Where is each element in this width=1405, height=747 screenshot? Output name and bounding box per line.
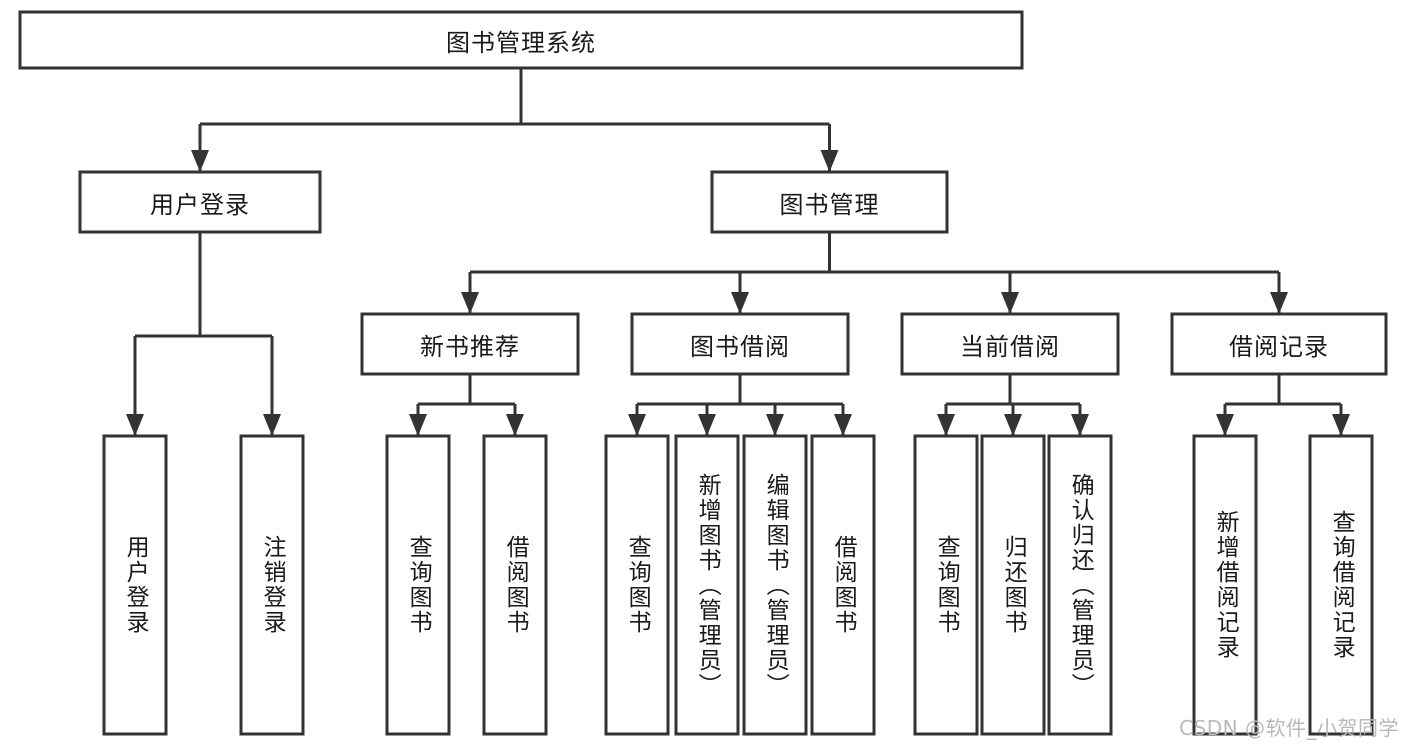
node-box-leaf-edit-book	[742, 434, 808, 736]
arrow-head-icon-current-borrow	[1001, 292, 1019, 314]
arrow-head-icon-leaf-confirm-return	[1071, 414, 1089, 436]
node-boxes-layer	[18, 10, 1388, 736]
node-box-leaf-query-book-1	[385, 434, 451, 736]
node-box-borrow-record	[1170, 312, 1388, 376]
node-box-user-login	[78, 170, 322, 234]
arrow-head-icon-leaf-query-book-1	[409, 414, 427, 436]
node-box-book-borrow	[630, 312, 850, 376]
arrow-head-icon-leaf-query-book-3	[937, 414, 955, 436]
connectors-layer	[126, 68, 1350, 436]
arrow-head-icon-new-book-recommend	[461, 292, 479, 314]
arrow-head-icon-leaf-add-book	[698, 414, 716, 436]
arrow-head-icon-user-login	[191, 150, 209, 172]
node-box-leaf-return-book	[980, 434, 1046, 736]
node-box-leaf-query-record	[1308, 434, 1374, 736]
node-box-leaf-query-book-2	[604, 434, 670, 736]
arrow-head-icon-leaf-return-book	[1004, 414, 1022, 436]
arrow-head-icon-book-manage	[820, 150, 839, 172]
node-box-current-borrow	[900, 312, 1120, 376]
arrow-head-icon-leaf-query-book-2	[628, 414, 646, 436]
arrow-head-icon-leaf-borrow-book-2	[834, 414, 852, 436]
node-box-root	[18, 10, 1024, 70]
arrow-head-icon-leaf-add-record	[1216, 414, 1234, 436]
arrow-head-icon-leaf-borrow-book-1	[506, 414, 524, 436]
node-box-leaf-user-login	[102, 434, 168, 736]
arrow-head-icon-leaf-logout	[263, 414, 281, 436]
arrow-head-icon-book-borrow	[731, 292, 749, 314]
node-box-leaf-borrow-book-1	[482, 434, 548, 736]
node-box-leaf-add-record	[1192, 434, 1258, 736]
arrow-head-icon-leaf-user-login	[126, 414, 144, 436]
node-box-leaf-add-book	[674, 434, 740, 736]
arrow-head-icon-leaf-edit-book	[766, 414, 784, 436]
node-box-leaf-borrow-book-2	[810, 434, 876, 736]
arrow-head-icon-borrow-record	[1270, 292, 1288, 314]
watermark-text: CSDN @软件_小贺同学	[1179, 716, 1399, 740]
node-box-book-manage	[710, 170, 949, 234]
node-box-leaf-query-book-3	[913, 434, 979, 736]
node-box-new-book-recommend	[360, 312, 580, 376]
node-box-leaf-confirm-return	[1047, 434, 1113, 736]
node-box-leaf-logout	[239, 434, 305, 736]
arrow-head-icon-leaf-query-record	[1332, 414, 1350, 436]
